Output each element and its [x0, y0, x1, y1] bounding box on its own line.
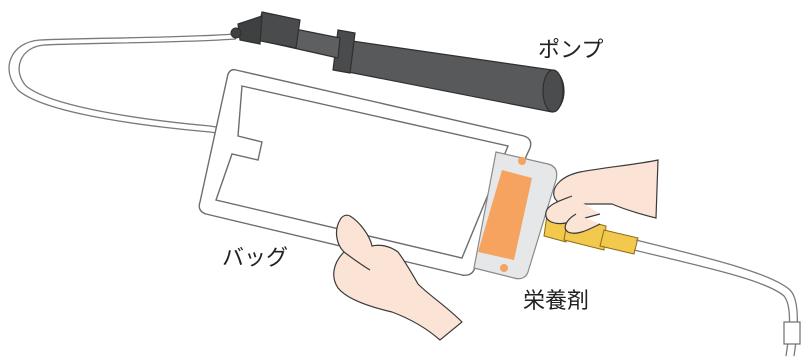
bag-label: バッグ [222, 246, 288, 271]
nutrient-fill [478, 170, 532, 260]
hand-icon-left [333, 214, 463, 341]
pump-icon [230, 11, 565, 113]
bag-port [473, 151, 558, 280]
nutrient-label: 栄養剤 [523, 289, 589, 314]
hand-icon-right [545, 159, 659, 234]
tube-clip [783, 321, 801, 345]
pump-tube [8, 33, 247, 139]
bag-icon [198, 68, 532, 276]
feeding-tube [633, 239, 798, 356]
pump-label: ポンプ [538, 38, 603, 63]
